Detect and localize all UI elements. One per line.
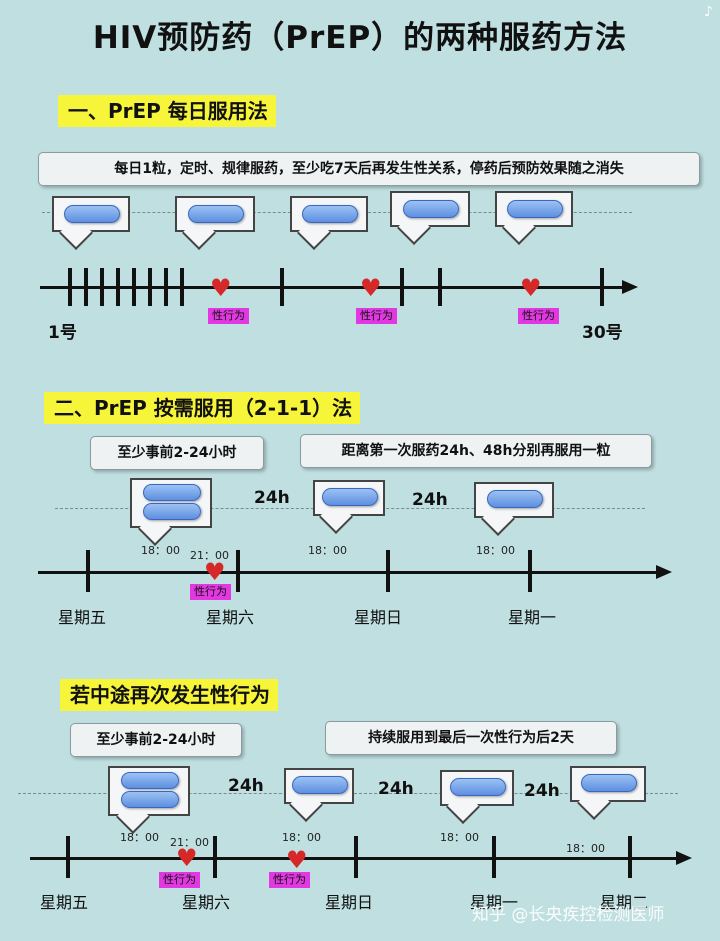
pill-icon	[188, 205, 244, 223]
pill-icon	[581, 774, 637, 792]
heart-icon: ♥	[520, 274, 542, 302]
pill-icon	[302, 205, 358, 223]
arrow-icon	[656, 565, 672, 579]
pill-icon	[143, 484, 201, 501]
heart-icon: ♥	[176, 844, 198, 872]
pill-icon	[450, 778, 506, 796]
heart-icon: ♥	[286, 846, 308, 874]
dose-time: 18：00	[120, 831, 159, 844]
section2-note-left: 至少事前2-24小时	[90, 436, 264, 470]
sex-badge: 性行为	[518, 308, 559, 324]
arrow-icon	[676, 851, 692, 865]
day-label: 星期六	[206, 608, 255, 627]
page-title: HIV预防药（PrEP）的两种服药方法	[92, 20, 628, 56]
day-label: 星期一	[470, 893, 519, 912]
interval-label: 24h	[228, 776, 264, 796]
heart-icon: ♥	[360, 274, 382, 302]
interval-label: 24h	[254, 488, 290, 508]
dose-time: 18：00	[566, 842, 605, 855]
watermark: 知乎 @长央疾控检测医师	[472, 905, 665, 925]
day-label: 星期一	[508, 608, 557, 627]
sex-badge: 性行为	[208, 308, 249, 324]
dose-time: 18：00	[282, 831, 321, 844]
section2-timeline	[38, 571, 658, 574]
pill-icon	[403, 200, 459, 218]
section2-heading: 二、PrEP 按需服用（2-1-1）法	[44, 392, 361, 424]
dose-time: 18：00	[141, 544, 180, 557]
sex-time: 21：00	[190, 549, 229, 562]
sex-time: 21：00	[170, 836, 209, 849]
dose-time: 18：00	[476, 544, 515, 557]
day-label: 星期五	[58, 608, 107, 627]
sex-badge: 性行为	[269, 872, 310, 888]
dose-time: 18：00	[308, 544, 347, 557]
section3-note-right: 持续服用到最后一次性行为后2天	[325, 721, 617, 755]
section2-note-right: 距离第一次服药24h、48h分别再服用一粒	[300, 434, 652, 468]
section3-heading: 若中途再次发生性行为	[60, 679, 278, 711]
day-label: 星期六	[182, 893, 231, 912]
interval-label: 24h	[524, 781, 560, 801]
sex-badge: 性行为	[190, 584, 231, 600]
pill-icon	[121, 772, 179, 789]
pill-icon	[143, 503, 201, 520]
day-label: 星期日	[354, 608, 403, 627]
pill-icon	[487, 490, 543, 508]
pill-icon	[64, 205, 120, 223]
section1-heading: 一、PrEP 每日服用法	[58, 95, 276, 127]
pill-icon	[322, 488, 378, 506]
section1-note: 每日1粒，定时、规律服药，至少吃7天后再发生性关系，停药后预防效果随之消失	[38, 152, 700, 186]
pill-icon	[292, 776, 348, 794]
pill-icon	[121, 791, 179, 808]
arrow-icon	[622, 280, 638, 294]
start-day-label: 1号	[48, 323, 77, 343]
heart-icon: ♥	[210, 274, 232, 302]
section3-note-left: 至少事前2-24小时	[70, 723, 242, 757]
pill-icon	[507, 200, 563, 218]
heart-icon: ♥	[204, 558, 226, 586]
day-label: 星期二	[600, 893, 649, 912]
end-day-label: 30号	[582, 323, 623, 343]
sex-badge: 性行为	[356, 308, 397, 324]
day-label: 星期五	[40, 893, 89, 912]
section1-timeline	[40, 286, 625, 289]
day-label: 星期日	[325, 893, 374, 912]
sex-badge: 性行为	[159, 872, 200, 888]
interval-label: 24h	[412, 490, 448, 510]
interval-label: 24h	[378, 779, 414, 799]
dose-time: 18：00	[440, 831, 479, 844]
tiktok-icon: ♪	[704, 4, 713, 20]
